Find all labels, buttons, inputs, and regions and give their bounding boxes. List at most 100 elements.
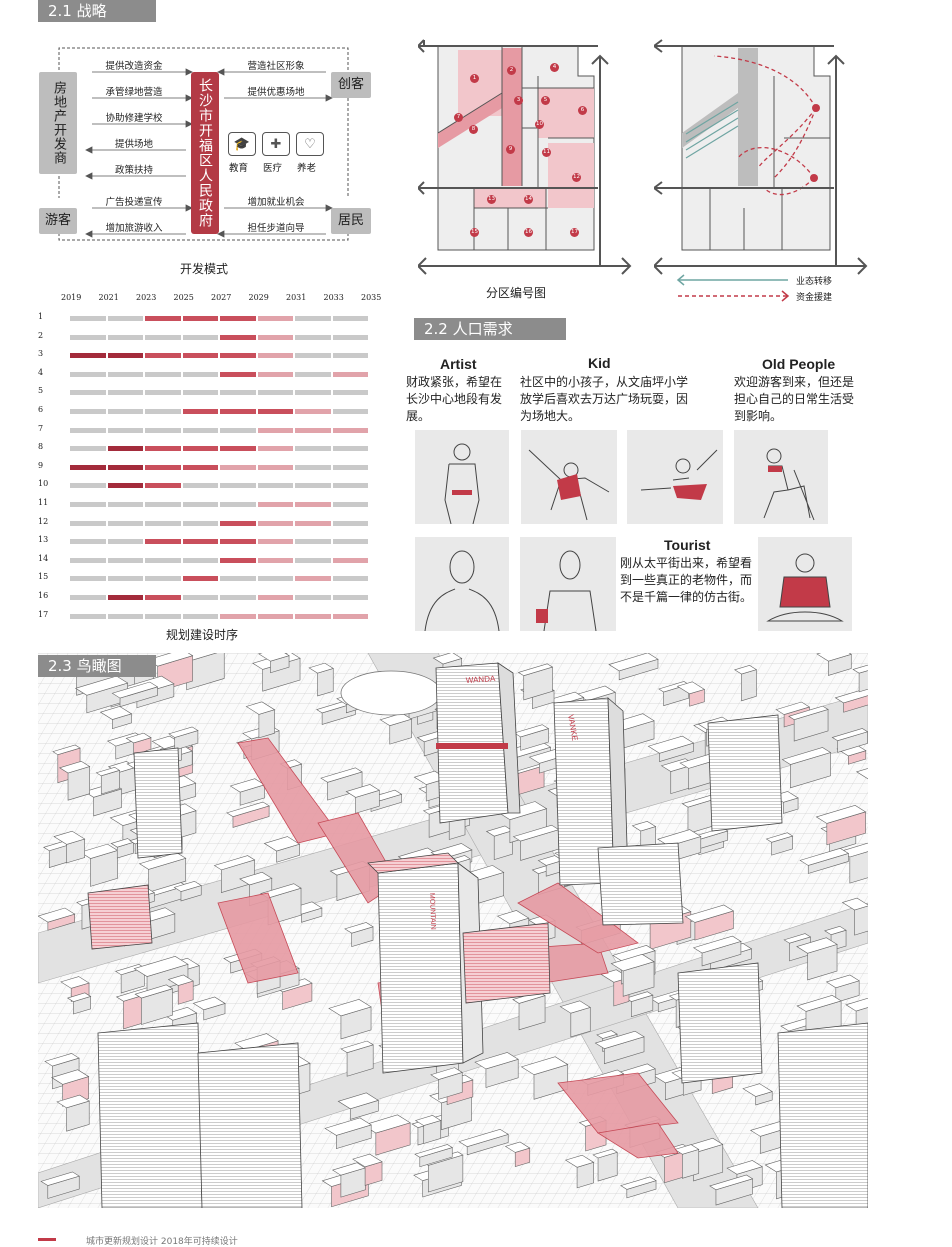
strategy-caption: 开发模式 [180,262,229,276]
zone-marker-6: 6 [578,106,587,115]
gantt-bar [70,427,106,433]
gantt-row-number: 6 [38,405,44,414]
gantt-bar [182,502,218,507]
zone-marker-3: 3 [514,96,523,105]
gantt-bar [107,427,143,433]
gantt-bar [220,446,256,452]
aerial-building [258,653,290,674]
zone-marker-13: 13 [487,195,496,204]
gantt-bar [70,483,106,489]
gantt-bar [295,353,331,359]
gantt-bar [182,483,218,489]
aerial-building [263,836,301,863]
aerial-building [53,830,86,864]
gantt-bar [332,390,368,396]
gantt-bar [107,483,143,489]
label-discount-venue: 提供优惠场地 [247,87,305,98]
zone-marker-17: 17 [570,228,579,237]
gantt-bar [107,464,143,470]
aerial-building [414,1144,453,1168]
aerial-building [631,821,657,850]
aerial-building [742,1083,773,1106]
gantt-bar [220,409,256,414]
old-man-chair-illustration [734,430,828,524]
zone-marker-11: 11 [542,148,551,157]
aerial-building [168,726,199,751]
aerial-building [537,855,564,877]
gantt-bar [182,446,218,452]
gantt-bar [145,316,181,321]
resident-node: 居民 [331,208,371,234]
label-policy: 政策扶持 [114,165,153,176]
gantt-bar [257,557,293,563]
aerial-building [799,847,850,874]
gantt-bar [107,595,143,600]
aerial-building [192,996,226,1021]
gantt-bar [107,371,143,377]
zone-marker-14: 14 [524,195,533,204]
gantt-bar [332,371,368,377]
label-school: 协助修建学校 [105,113,163,124]
gantt-bar [182,390,218,396]
gantt-bar [295,371,331,377]
gantt-bar [70,464,106,470]
aerial-building [816,653,852,676]
gantt-bar [257,316,293,321]
zone-marker-8: 8 [469,125,478,134]
gantt-bar [182,613,218,619]
gantt-bar [145,464,181,470]
gantt-bar [295,316,331,321]
gantt-bar [145,390,181,396]
gantt-bar [332,502,368,507]
gantt-bar [107,576,143,582]
gantt-bar [332,557,368,563]
aerial-building [559,1000,591,1038]
gantt-year-label: 2027 [211,293,232,302]
gantt-bar [107,353,143,359]
aerial-building [173,880,202,902]
persona-old-people-text: 欢迎游客到来，但还是担心自己的日常生活受到影响。 [734,375,855,423]
aerial-building [414,1115,442,1144]
zone-marker-2: 2 [507,66,516,75]
gantt-bar [295,539,331,545]
gantt-bar [220,502,256,507]
gantt-row-number: 12 [38,516,49,526]
aerial-building [99,706,133,730]
gantt-bar [145,353,181,359]
gantt-bar [182,371,218,377]
aerial-building [517,663,554,701]
gantt-bar [70,576,106,582]
transfer-map [654,39,868,302]
gantt-row-number: 5 [38,386,44,396]
persona-kid-text: 社区中的小孩子，从文庙坪小学放学后喜欢去万达广场玩耍，因为场地大。 [520,375,689,423]
gantt-bar [220,334,256,340]
gantt-bar [295,502,331,507]
aerial-building [513,724,550,751]
zone-marker-4: 4 [550,63,559,72]
label-tourism-income: 增加旅游收入 [105,223,163,234]
gantt-bar [145,334,181,340]
gantt-bar [332,613,368,619]
aerial-building [674,1144,700,1179]
gantt-bar [257,409,293,414]
man-bust-illustration [415,537,509,632]
backpacker-illustration [520,537,616,632]
gantt-bar [182,334,218,340]
zone-marker-7: 7 [454,113,463,122]
government-node: 长沙市开福区人民政府 [191,72,219,234]
gantt-bar [257,446,293,452]
schedule-caption: 规划建设时序 [166,628,239,642]
persona-tourist-text: 刚从太平街出来，希望看到一些真正的老物件，而不是千篇一律的仿古街。 [620,556,753,604]
aerial-building [324,1117,372,1150]
aerial-building [320,767,363,801]
gantt-year-label: 2019 [61,293,82,302]
aerial-building [229,778,266,806]
gantt-bar [257,483,293,489]
aerial-building [40,1171,80,1199]
label-community-image: 营造社区形象 [247,61,305,72]
gantt-bar [257,464,293,470]
aerial-building [647,735,695,762]
aerial-building [38,907,76,931]
gantt-bar [295,446,331,452]
gantt-bar [70,613,106,619]
